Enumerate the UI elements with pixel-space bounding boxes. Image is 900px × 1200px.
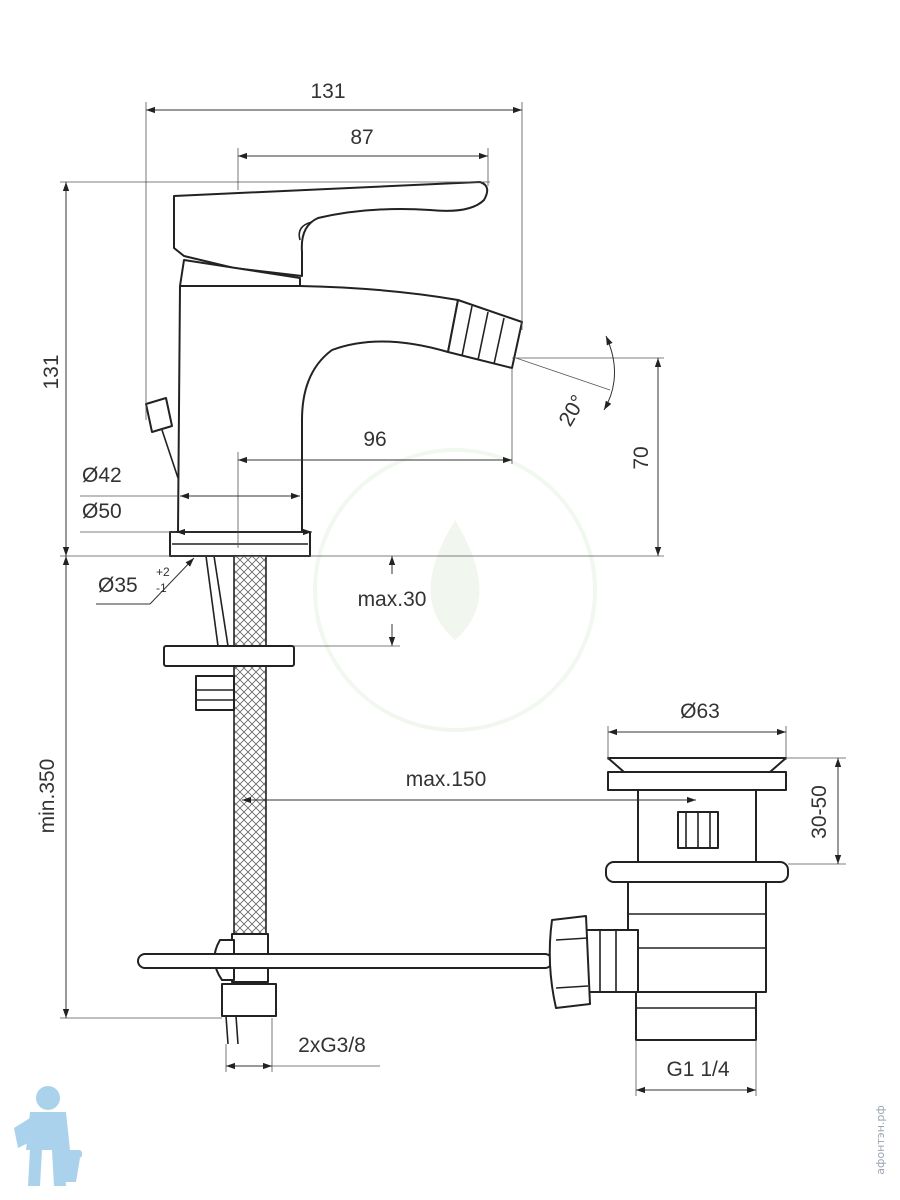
dim-total-width: 131 [310,80,345,103]
dim-min-hose: min.350 [36,759,59,834]
dim-max-rod: max.150 [406,768,487,791]
faucet-body [177,285,459,533]
inlet-nut [548,915,591,1009]
dim-waste-thread: G1 1/4 [666,1058,729,1081]
dim-waste-diameter: Ø63 [680,700,720,723]
popup-rod [137,953,553,969]
plumber-mascot [14,1086,82,1186]
dim-hole-diameter: Ø35 [98,574,138,597]
dim-diameter-42: Ø42 [82,464,122,487]
dimension-lines [62,106,842,1094]
watermark-text: афонтэн.рф [874,1105,887,1175]
waste-assembly [548,757,789,1041]
nozzle [447,299,523,369]
dimension-labels: 131 87 131 96 70 20° Ø42 Ø50 Ø35 +2 -1 m… [36,80,831,1081]
mounting-nut [195,675,235,711]
braided-hose [233,555,267,935]
lever-handle [173,181,489,277]
dim-spout-height: 70 [630,446,653,469]
dim-total-height: 131 [40,354,63,389]
dim-lever-width: 87 [350,126,373,149]
faucet [145,181,523,557]
dim-spout-angle: 20° [554,391,590,430]
dim-hole-tol-minus: -1 [156,581,167,595]
dim-waste-range: 30-50 [808,785,831,839]
popup-knob [145,397,173,433]
watermark-logo [313,448,597,732]
extension-lines [60,102,846,1096]
leader-d35 [149,557,195,605]
dim-diameter-50: Ø50 [82,500,122,523]
mounting-plate [163,645,295,667]
dim-spout-reach: 96 [363,428,386,451]
waste-plug [607,757,787,773]
dim-arc-angle [603,335,615,411]
dim-hose-thread: 2xG3/8 [298,1034,366,1057]
dim-max-deck: max.30 [358,588,427,611]
dim-hole-tol-plus: +2 [156,565,170,579]
